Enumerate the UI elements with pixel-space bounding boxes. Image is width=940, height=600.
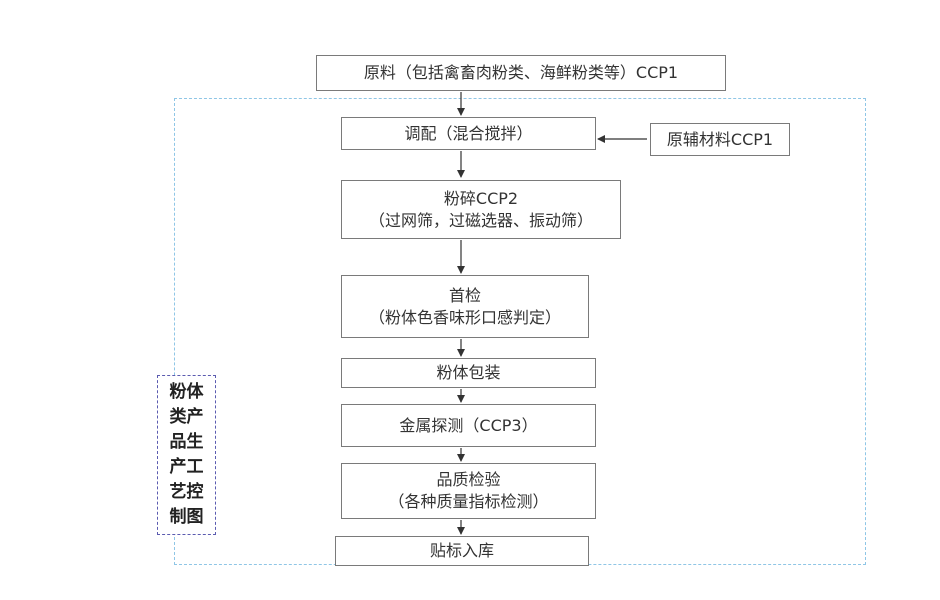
node-packaging-label: 粉体包装 [436, 363, 501, 382]
node-metal-detection: 金属探测（CCP3） [341, 404, 596, 447]
diagram-title-box: 粉体类产品生产工艺控制图 [157, 375, 216, 535]
node-quality-check-sub: （各种质量指标检测） [388, 492, 549, 511]
node-labeling-storage-label: 贴标入库 [429, 541, 494, 560]
node-auxiliary-material: 原辅材料CCP1 [650, 123, 790, 156]
node-first-inspection-label: 首检 [448, 285, 481, 305]
node-mixing-label: 调配（混合搅拌） [404, 123, 533, 143]
node-labeling-storage: 贴标入库 [335, 536, 589, 566]
node-crushing: 粉碎CCP2 （过网筛，过磁选器、振动筛） [341, 180, 621, 239]
node-quality-check: 品质检验 （各种质量指标检测） [341, 463, 596, 519]
node-mixing: 调配（混合搅拌） [341, 117, 596, 150]
node-auxiliary-material-label: 原辅材料CCP1 [666, 129, 774, 149]
diagram-title: 粉体类产品生产工艺控制图 [169, 382, 204, 527]
node-crushing-label: 粉碎CCP2 [443, 188, 519, 208]
node-metal-detection-label: 金属探测（CCP3） [399, 415, 538, 435]
node-crushing-sub: （过网筛，过磁选器、振动筛） [368, 210, 593, 230]
node-first-inspection: 首检 （粉体色香味形口感判定） [341, 275, 589, 338]
node-packaging: 粉体包装 [341, 358, 596, 388]
node-quality-check-label: 品质检验 [436, 470, 501, 489]
node-raw-material: 原料（包括禽畜肉粉类、海鲜粉类等）CCP1 [316, 55, 726, 91]
node-first-inspection-sub: （粉体色香味形口感判定） [368, 307, 561, 327]
node-raw-material-label: 原料（包括禽畜肉粉类、海鲜粉类等）CCP1 [363, 63, 679, 82]
